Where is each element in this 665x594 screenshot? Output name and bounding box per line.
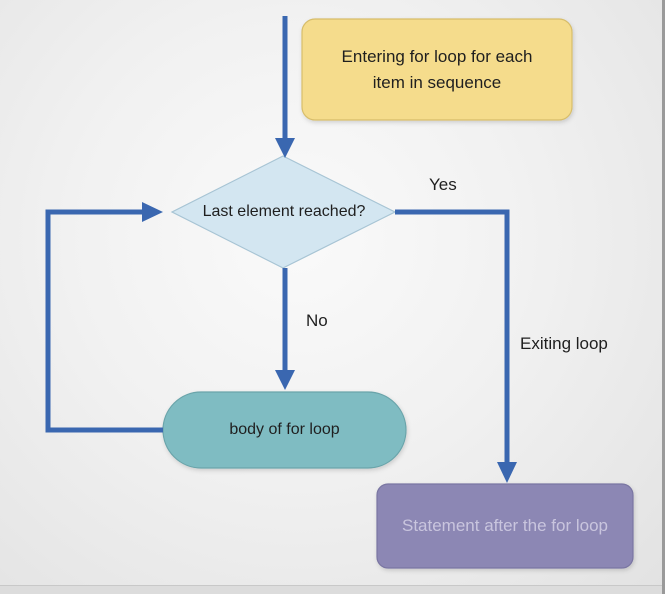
entry-arrowhead: [275, 138, 295, 158]
exit-label: Exiting loop: [520, 334, 608, 353]
loop-back-arrowhead: [142, 202, 163, 222]
start-box-label: Entering for loop for each item in seque…: [341, 46, 533, 92]
end-box: [376, 483, 634, 569]
no-label: No: [306, 311, 328, 330]
start-box: [301, 18, 573, 121]
exit-arrow-line: [395, 209, 510, 466]
bottom-strip: [0, 585, 662, 594]
loop-body-label: body of for loop: [229, 421, 340, 438]
yes-label: Yes: [429, 175, 457, 194]
loop-back-line: [45, 209, 163, 433]
decision-label: Last element reached?: [202, 203, 366, 220]
end-box-label: Statement after the for loop: [401, 516, 608, 535]
no-arrowhead: [275, 370, 295, 390]
exit-arrowhead: [497, 462, 517, 483]
